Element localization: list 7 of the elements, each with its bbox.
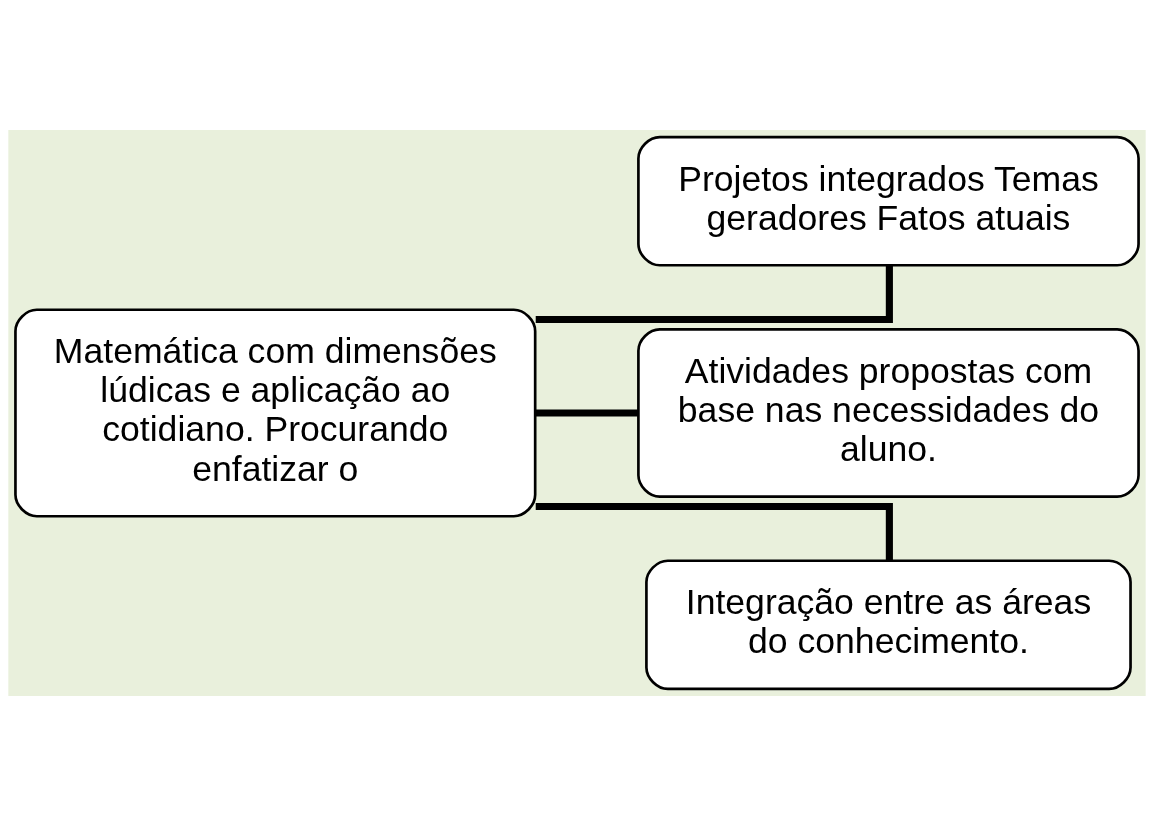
node-box: Atividades propostas com base nas necessidades do aluno.: [637, 327, 1140, 498]
connector: [535, 502, 893, 560]
node-box: Integração entre as áreas do conhecimento.: [645, 558, 1132, 690]
connector: [535, 265, 893, 323]
node-box: Matemática com dimensões lúdicas e aplicação ao cotidiano. Procurando enfatizar o: [14, 307, 537, 518]
connector: [535, 408, 639, 417]
node-box: Projetos integrados Temas geradores Fatos atuais: [637, 135, 1140, 267]
